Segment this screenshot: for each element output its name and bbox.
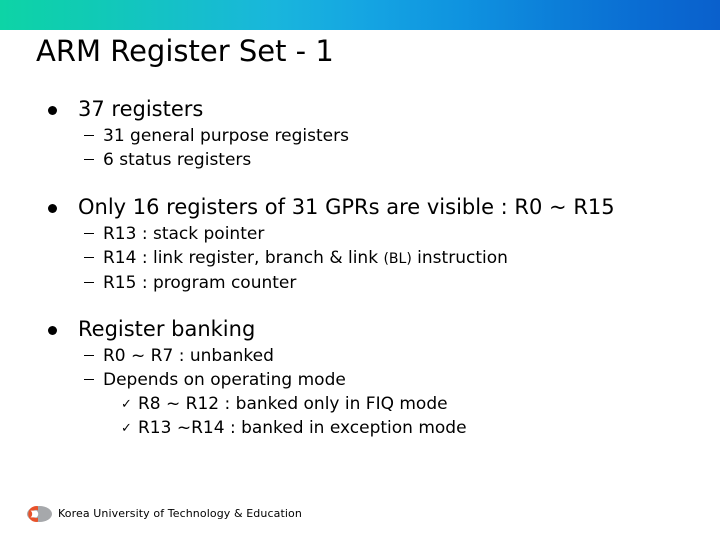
bullet-group-1: 37 registers 31 general purpose register… bbox=[0, 95, 720, 172]
bullet-level2-label-tail: instruction bbox=[411, 248, 508, 268]
filled-circle-bullet-icon bbox=[48, 204, 57, 213]
university-logo-icon bbox=[27, 506, 52, 522]
bullet-level1-label: Register banking bbox=[78, 317, 256, 341]
top-gradient-banner bbox=[0, 0, 720, 30]
en-dash-bullet-icon bbox=[84, 379, 94, 380]
bullet-group-2: Only 16 registers of 31 GPRs are visible… bbox=[0, 193, 720, 295]
bullet-level2-label: R13 : stack pointer bbox=[103, 224, 265, 244]
bullet-level2: R15 : program counter bbox=[0, 271, 720, 295]
footer-organization-label: Korea University of Technology & Educati… bbox=[58, 507, 302, 520]
en-dash-bullet-icon bbox=[84, 159, 94, 160]
en-dash-bullet-icon bbox=[84, 282, 94, 283]
bullet-group-3: Register banking R0 ~ R7 : unbanked Depe… bbox=[0, 315, 720, 440]
bullet-level2: Depends on operating mode bbox=[0, 368, 720, 392]
bullet-level3: ✓ R13 ~R14 : banked in exception mode bbox=[0, 416, 720, 440]
en-dash-bullet-icon bbox=[84, 355, 94, 356]
bullet-level2-inline-note: (BL) bbox=[383, 251, 412, 267]
en-dash-bullet-icon bbox=[84, 257, 94, 258]
bullet-level2-label: Depends on operating mode bbox=[103, 370, 346, 390]
filled-circle-bullet-icon bbox=[48, 326, 57, 335]
bullet-level1-label: Only 16 registers of 31 GPRs are visible… bbox=[78, 195, 615, 219]
bullet-level2-label: R0 ~ R7 : unbanked bbox=[103, 346, 274, 366]
en-dash-bullet-icon bbox=[84, 135, 94, 136]
filled-circle-bullet-icon bbox=[48, 106, 57, 115]
bullet-level3-label: R13 ~R14 : banked in exception mode bbox=[138, 418, 467, 438]
bullet-level2: R14 : link register, branch & link (BL) … bbox=[0, 246, 720, 271]
bullet-level1: Register banking bbox=[0, 315, 720, 344]
bullet-level1-label: 37 registers bbox=[78, 97, 204, 121]
check-mark-bullet-icon: ✓ bbox=[121, 397, 132, 412]
bullet-level2: R13 : stack pointer bbox=[0, 222, 720, 246]
bullet-level2: 31 general purpose registers bbox=[0, 124, 720, 148]
en-dash-bullet-icon bbox=[84, 233, 94, 234]
section-spacer bbox=[0, 172, 720, 193]
bullet-level2: 6 status registers bbox=[0, 148, 720, 172]
bullet-level2: R0 ~ R7 : unbanked bbox=[0, 344, 720, 368]
bullet-level2-label: 31 general purpose registers bbox=[103, 126, 349, 146]
section-spacer bbox=[0, 295, 720, 315]
bullet-level1: 37 registers bbox=[0, 95, 720, 124]
bullet-level3-label: R8 ~ R12 : banked only in FIQ mode bbox=[138, 394, 448, 414]
slide-footer: Korea University of Technology & Educati… bbox=[0, 500, 720, 540]
bullet-level1: Only 16 registers of 31 GPRs are visible… bbox=[0, 193, 720, 222]
bullet-level2-label: R15 : program counter bbox=[103, 273, 297, 293]
bullet-level2-label: R14 : link register, branch & link bbox=[103, 248, 384, 268]
page-title: ARM Register Set - 1 bbox=[36, 34, 334, 68]
slide-content: 37 registers 31 general purpose register… bbox=[0, 95, 720, 440]
check-mark-bullet-icon: ✓ bbox=[121, 421, 132, 436]
bullet-level2-label: 6 status registers bbox=[103, 150, 252, 170]
bullet-level3: ✓ R8 ~ R12 : banked only in FIQ mode bbox=[0, 392, 720, 416]
